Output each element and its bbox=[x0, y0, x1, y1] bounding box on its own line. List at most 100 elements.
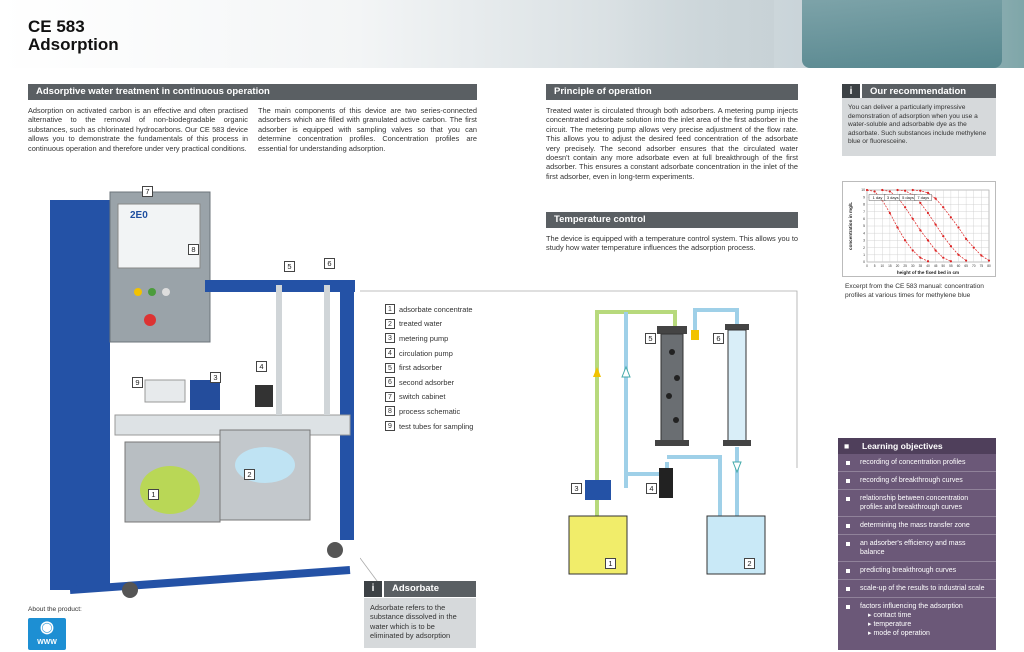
chart-data-point bbox=[919, 229, 922, 232]
panel-indicator-light bbox=[162, 288, 170, 296]
adsorber-2 bbox=[727, 329, 747, 443]
chart-x-tick-label: 0 bbox=[866, 264, 868, 268]
principle-text: Treated water is circulated through both… bbox=[546, 106, 798, 181]
carbon-granule bbox=[673, 417, 679, 423]
chart-data-point bbox=[904, 239, 907, 242]
adsorbate-concentrate-tank bbox=[568, 515, 628, 575]
chart-y-tick-label: 9 bbox=[863, 195, 865, 199]
chart-data-point bbox=[934, 249, 937, 252]
chart-x-axis-label: height of the fixed bed in cm bbox=[897, 270, 959, 275]
adsorber-1-cap bbox=[657, 326, 687, 334]
chart-series-label: 1 day bbox=[873, 195, 883, 200]
learning-objectives-panel: ■ Learning objectives recording of conce… bbox=[838, 438, 996, 650]
chart-data-point bbox=[881, 188, 884, 192]
chart-series-label: 5 days bbox=[902, 195, 914, 200]
metering-pump bbox=[190, 380, 220, 410]
adsorber-1-base bbox=[655, 440, 689, 446]
section-title-adsorbate: Adsorbate bbox=[384, 581, 476, 597]
chart-data-point bbox=[949, 260, 952, 263]
schematic-callout-4: 4 bbox=[646, 483, 657, 494]
recommendation-box: You can deliver a particularly impressiv… bbox=[842, 98, 996, 156]
pipe-feed bbox=[595, 310, 677, 552]
chart-data-point bbox=[888, 190, 891, 193]
www-link[interactable]: ◉ WWW bbox=[28, 618, 66, 650]
chart-data-point bbox=[934, 223, 937, 226]
chart-data-point bbox=[980, 254, 983, 257]
chart-y-tick-label: 8 bbox=[863, 203, 865, 207]
chart-data-point bbox=[896, 188, 899, 192]
panel-indicator-light bbox=[134, 288, 142, 296]
chart-y-tick-label: 10 bbox=[861, 188, 865, 192]
adsorber-2-column bbox=[324, 285, 330, 415]
info-icon: i bbox=[842, 84, 860, 100]
adsorbate-container bbox=[140, 466, 200, 514]
chart-y-tick-label: 2 bbox=[863, 246, 865, 250]
about-product-label: About the product: bbox=[28, 606, 82, 613]
info-icon: i bbox=[364, 581, 382, 597]
treated-water-tank bbox=[706, 515, 766, 575]
chart-data-point bbox=[926, 211, 930, 215]
chart-data-point bbox=[919, 256, 922, 259]
carbon-granule bbox=[666, 393, 672, 399]
chart-data-point bbox=[942, 234, 945, 238]
product-code: CE 583 bbox=[28, 17, 85, 36]
chart-series-label: 3 days bbox=[887, 195, 899, 200]
chart-data-point bbox=[896, 226, 899, 229]
device-photo: 2E0 bbox=[50, 191, 355, 598]
chart-data-point bbox=[919, 201, 922, 205]
photo-callout-2: 2 bbox=[244, 469, 255, 480]
chart-data-point bbox=[911, 249, 914, 252]
learning-objectives-header: ■ Learning objectives bbox=[838, 438, 996, 454]
carbon-granule bbox=[669, 349, 675, 355]
section-title-recommendation: Our recommendation bbox=[862, 84, 996, 100]
schematic-callout-5: 5 bbox=[645, 333, 656, 344]
chart-y-tick-label: 5 bbox=[863, 224, 865, 228]
schematic-circulation-pump bbox=[659, 468, 673, 498]
chart-y-tick-label: 1 bbox=[863, 253, 865, 257]
frame-base bbox=[69, 566, 351, 594]
carbon-granule bbox=[674, 375, 680, 381]
chart-data-point bbox=[949, 245, 952, 248]
header-image-fade bbox=[614, 0, 774, 68]
photo-callout-7: 7 bbox=[142, 186, 153, 197]
learning-objective-item: scale-up of the results to industrial sc… bbox=[838, 580, 996, 598]
schematic-callout-6: 6 bbox=[713, 333, 724, 344]
bullet-icon bbox=[846, 478, 850, 483]
chart-data-point bbox=[926, 260, 930, 263]
chart-x-tick-label: 75 bbox=[980, 264, 984, 268]
pipe-transfer bbox=[693, 308, 739, 330]
bullet-icon bbox=[846, 586, 850, 591]
learning-objective-item: recording of concentration profiles bbox=[838, 454, 996, 472]
chart-data-point bbox=[873, 190, 876, 193]
schematic-callout-3: 3 bbox=[571, 483, 582, 494]
caster-wheel bbox=[122, 582, 138, 598]
frame-right-column bbox=[340, 280, 354, 540]
pipe-circulation bbox=[667, 455, 722, 540]
adsorber-2-cap bbox=[725, 324, 749, 330]
chart-y-axis-label: concentration in mg/L bbox=[848, 202, 853, 250]
adsorbate-box: Adsorbate refers to the substance dissol… bbox=[364, 598, 476, 648]
temperature-text: The device is equipped with a temperatur… bbox=[546, 234, 798, 253]
chart-x-tick-label: 55 bbox=[949, 264, 953, 268]
device-brand-logo: 2E0 bbox=[130, 210, 148, 221]
photo-callout-6: 6 bbox=[324, 258, 335, 269]
chart-y-tick-label: 6 bbox=[863, 217, 865, 221]
bullet-icon bbox=[846, 541, 850, 546]
schematic-metering-pump bbox=[585, 480, 611, 500]
globe-icon: ◉ bbox=[40, 619, 54, 636]
bullet-icon bbox=[846, 523, 850, 528]
chart-data-point bbox=[904, 189, 907, 192]
adsorptive-paragraph-1: Adsorption on activated carbon is an eff… bbox=[28, 106, 248, 153]
circulation-pump bbox=[255, 385, 273, 407]
test-tube-rack bbox=[144, 379, 186, 403]
chart-x-tick-label: 65 bbox=[964, 264, 968, 268]
learning-objective-item: relationship between concentration profi… bbox=[838, 490, 996, 517]
learning-objective-item: recording of breakthrough curves bbox=[838, 472, 996, 490]
